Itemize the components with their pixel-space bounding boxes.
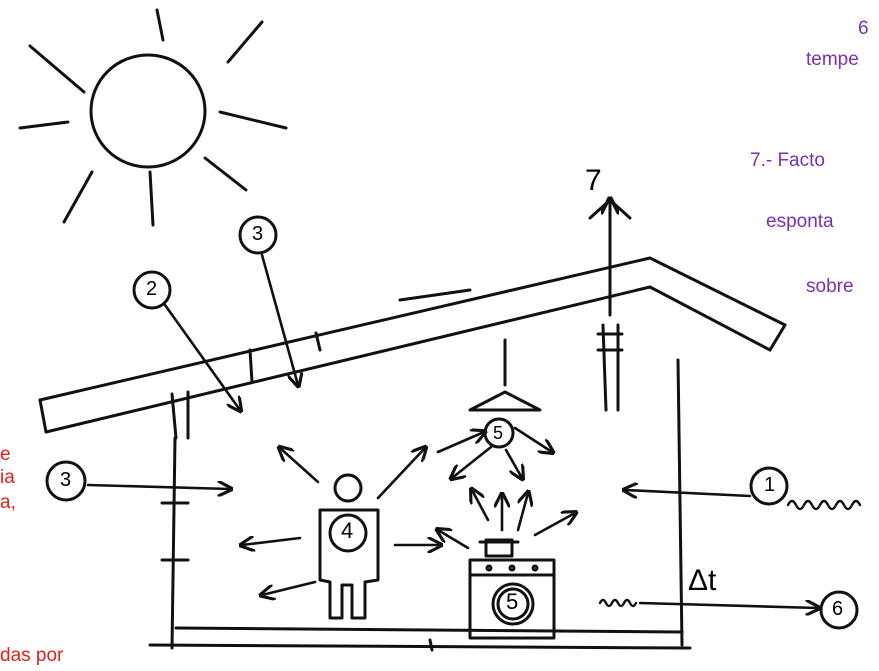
left-text-2: ia xyxy=(0,467,15,489)
callout-5-lamp: 5 xyxy=(493,422,503,444)
right-text-3: 7.- Facto xyxy=(750,150,825,172)
callout-7: 7 xyxy=(585,165,602,197)
left-text-1: e xyxy=(0,444,11,466)
wavy-lines xyxy=(600,501,860,606)
left-text-4: das por xyxy=(0,645,63,667)
heat-arrows xyxy=(88,255,818,608)
callout-1: 1 xyxy=(764,474,775,496)
pot-icon xyxy=(480,540,518,556)
left-text-3: a, xyxy=(0,492,16,514)
sun-icon xyxy=(20,10,286,225)
callout-2: 2 xyxy=(146,278,157,300)
person-icon xyxy=(320,475,378,618)
callout-4: 4 xyxy=(341,520,353,542)
right-text-1: 6 xyxy=(858,18,869,40)
right-text-2: tempe xyxy=(806,49,859,71)
right-text-5: sobre xyxy=(806,276,854,298)
callout-3-top: 3 xyxy=(252,223,263,245)
lamp-icon xyxy=(470,340,540,410)
delta-t-label: Δt xyxy=(688,565,716,597)
right-text-4: esponta xyxy=(766,211,834,233)
callout-6: 6 xyxy=(832,598,843,620)
callout-5-stove: 5 xyxy=(506,591,518,613)
callout-3-left: 3 xyxy=(60,469,71,491)
chimney xyxy=(590,200,630,410)
